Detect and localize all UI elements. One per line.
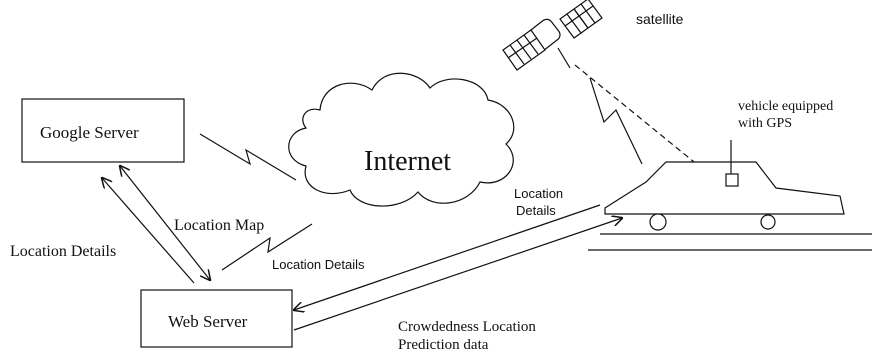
vehicle-icon — [604, 140, 845, 231]
vehicle-label-line1: vehicle equipped — [738, 99, 834, 114]
location-details-left-label: Location Details — [10, 243, 117, 260]
arrow-vehicle-to-web — [294, 204, 601, 310]
wireless-link-google-cloud — [199, 133, 297, 181]
crowdedness-label-1: Crowdedness Location — [398, 319, 536, 335]
internet-label: Internet — [364, 146, 452, 177]
google-server-label: Google Server — [40, 123, 139, 142]
wireless-link-cloud-web — [221, 223, 313, 271]
wireless-link-satellite — [589, 77, 643, 165]
location-details-web-label: Location Details — [272, 257, 365, 272]
internet-cloud — [288, 72, 515, 207]
location-details-vehicle-label-2: Details — [516, 203, 556, 218]
location-map-label: Location Map — [174, 217, 265, 234]
arrow-web-to-vehicle — [293, 218, 622, 331]
google-server-box — [21, 98, 185, 163]
location-details-vehicle-label-1: Location — [514, 186, 564, 201]
satellite-label: satellite — [636, 11, 684, 27]
crowdedness-label-2: Prediction data — [398, 337, 489, 353]
arrow-web-to-google — [102, 178, 195, 284]
web-server-box — [140, 289, 293, 348]
vehicle-label-line2: with GPS — [738, 116, 793, 131]
satellite-icon — [502, 0, 603, 71]
arrow-google-to-web — [120, 166, 210, 280]
web-server-label: Web Server — [168, 312, 248, 331]
